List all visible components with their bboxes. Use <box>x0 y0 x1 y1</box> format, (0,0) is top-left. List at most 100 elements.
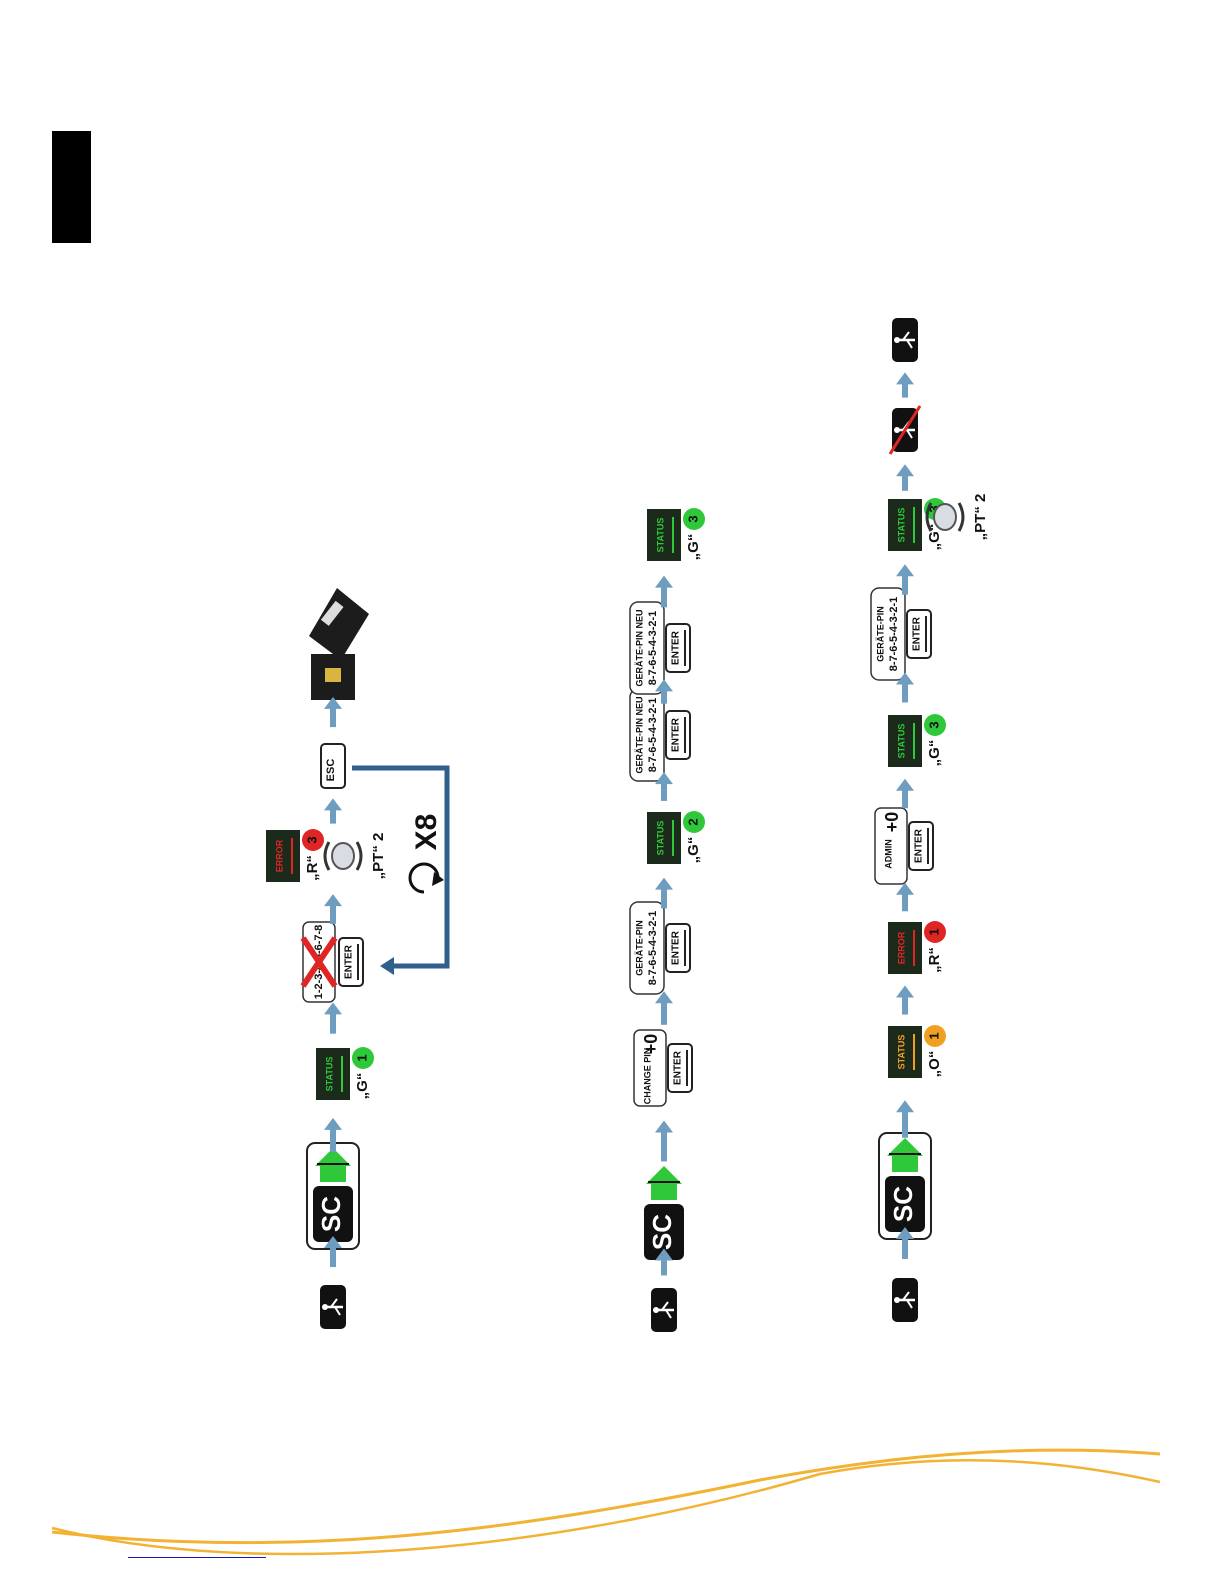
usb-glyph <box>894 1297 900 1303</box>
led-label: STATUS <box>655 821 665 856</box>
flow-arrow-head <box>324 1235 342 1248</box>
enter-label: ENTER <box>912 616 923 651</box>
usb-glyph <box>665 1309 672 1319</box>
flow-admin-reset: SCSTATUS„O“1ERROR„R“1ADMIN+0ENTERSTATUS„… <box>870 318 989 1322</box>
flow-arrow-head <box>896 372 914 385</box>
decorative-wave <box>51 1448 1161 1556</box>
esc-label: ESC <box>325 759 337 782</box>
beep-icon <box>933 503 957 531</box>
function-key <box>874 807 908 885</box>
usb-glyph <box>334 1306 341 1316</box>
led-color-letter: „G“ <box>685 534 702 561</box>
step-status-led: STATUS„O“1 <box>888 1025 946 1078</box>
step-wrong-pin-enter: 1-2-3-4-5-6-7-8ENTER <box>300 921 364 1003</box>
step-usb-icon <box>892 318 918 362</box>
loop-line <box>352 765 450 969</box>
enter-label: ENTER <box>344 944 355 979</box>
step-usb-icon <box>651 1288 677 1332</box>
led-count-badge <box>924 921 946 943</box>
smartcard-icon <box>885 1176 925 1232</box>
smartcard-icon <box>644 1204 684 1260</box>
enter-label: ENTER <box>914 828 925 863</box>
flow-arrow-head <box>896 882 914 895</box>
step-status-led: STATUS„G“1 <box>316 1047 374 1100</box>
plus-zero-label: +0 <box>641 1034 661 1055</box>
pin-sequence: 8-7-6-5-4-3-2-1 <box>647 911 659 986</box>
led-count: 1 <box>354 1054 369 1061</box>
led-count-badge <box>683 811 705 833</box>
pin-entry-box <box>629 601 665 695</box>
error-led <box>266 830 300 882</box>
step-sc-insert: SC <box>644 1166 684 1260</box>
led-count: 3 <box>304 836 319 843</box>
flow-arrow-head <box>324 798 342 811</box>
usb-glyph <box>894 337 900 343</box>
led-count: 3 <box>926 505 941 512</box>
sidebar-tab <box>52 131 91 243</box>
beep-count-label: „PT“ 2 <box>370 833 387 880</box>
flow-arrow-head <box>324 894 342 907</box>
usb-glyph <box>330 1298 338 1308</box>
step-usb-icon <box>320 1285 346 1329</box>
loop-back-arrow: X8 <box>352 765 450 975</box>
step-esc-key: ESC <box>320 743 346 789</box>
led-count-badge <box>302 829 324 851</box>
smartcard-icon <box>313 1186 353 1242</box>
step-usb-icon <box>892 1278 918 1322</box>
usb-glyph <box>322 1304 328 1310</box>
plus-zero-label: +0 <box>882 812 902 833</box>
led-count: 2 <box>685 818 700 825</box>
pin-sequence: 8-7-6-5-4-3-2-1 <box>647 698 659 773</box>
led-label: ERROR <box>274 839 284 872</box>
enter-label: ENTER <box>671 630 682 665</box>
beep-count-label: „PT“ 2 <box>972 494 989 541</box>
step-sc-insert: SC <box>306 1142 360 1250</box>
flow-reset-locked-card: SCSTATUS„G“11-2-3-4-5-6-7-8ENTERERROR„R“… <box>266 588 387 1329</box>
function-key <box>633 1029 667 1107</box>
card-broken-piece <box>309 588 369 660</box>
led-count-badge <box>352 1047 374 1069</box>
sc-label: SC <box>316 1196 346 1232</box>
usb-glyph <box>906 339 913 349</box>
beep-wave <box>323 841 331 871</box>
flow-arrow-head <box>655 877 673 890</box>
function-key-label: ADMIN <box>883 839 893 869</box>
usb-glyph <box>902 331 910 341</box>
enter-label: ENTER <box>673 1050 684 1085</box>
led-count-badge <box>924 1025 946 1047</box>
beep-wave <box>957 502 965 532</box>
led-color-letter: „O“ <box>926 1051 943 1078</box>
led-count: 1 <box>926 928 941 935</box>
pin-caption: GERÄTE-PIN NEU <box>634 609 644 686</box>
flow-arrow-head <box>896 464 914 477</box>
led-label: STATUS <box>655 518 665 553</box>
flow-arrow-head <box>324 1117 342 1130</box>
wave-line <box>51 1448 1161 1545</box>
pin-caption: GERÄTE-PIN <box>875 606 885 662</box>
esc-key <box>320 743 346 789</box>
led-label: ERROR <box>896 931 906 964</box>
step-usb-unplug-icon <box>888 405 922 455</box>
enter-label: ENTER <box>671 930 682 965</box>
pin-sequence: 8-7-6-5-4-3-2-1 <box>647 611 659 686</box>
flow-arrow-head <box>324 696 342 709</box>
flow-arrow-head <box>655 575 673 588</box>
card-barcode <box>320 600 344 626</box>
beep-wave <box>355 841 363 871</box>
step-error-led: ERROR„R“1 <box>888 921 946 974</box>
flow-arrow-head <box>655 772 673 785</box>
flow-arrow-head <box>896 778 914 791</box>
led-label: STATUS <box>896 1035 906 1070</box>
sc-label: SC <box>888 1186 918 1222</box>
loop-arrow-head <box>380 957 394 975</box>
flow-arrow-head <box>896 564 914 577</box>
beep-icon <box>331 842 355 870</box>
flow-arrow-head <box>896 1227 914 1240</box>
repeat-icon <box>408 862 440 894</box>
led-color-letter: „G“ <box>354 1073 371 1100</box>
beep-wave <box>925 502 933 532</box>
